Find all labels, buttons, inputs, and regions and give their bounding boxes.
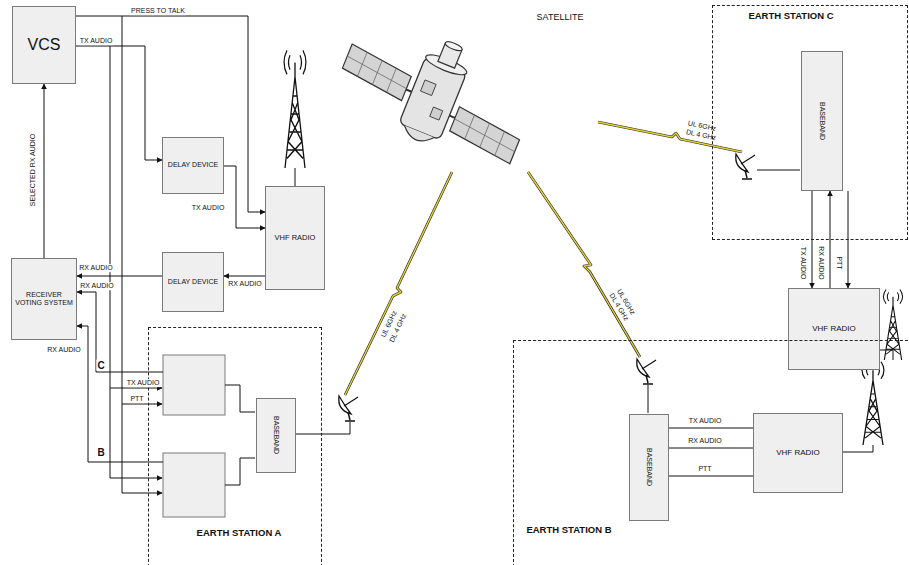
drawing-stroke: [842, 445, 873, 452]
drawing-stroke: [122, 404, 162, 405]
station-title: EARTH STATION A: [189, 527, 289, 539]
station-title: EARTH STATION B: [524, 524, 614, 536]
signal-name: TX AUDIO: [126, 379, 161, 387]
drawing-stroke: [345, 172, 452, 395]
signal-name: TX AUDIO: [191, 204, 226, 212]
drawing-stroke: [339, 44, 414, 101]
radio-tower: [883, 289, 902, 360]
drawing-stroke: [598, 122, 742, 152]
signal-name: RX AUDIO: [78, 264, 113, 272]
callout-letter: B: [96, 447, 105, 458]
baseband-box: BASEBAND: [801, 51, 843, 191]
drawing-stroke: [430, 107, 443, 120]
interface-box: [163, 355, 225, 415]
signal-connector: [76, 46, 162, 160]
satellite-link: [345, 122, 742, 395]
box-label: VHF RADIO: [275, 234, 316, 243]
box-label: BASEBAND: [272, 416, 280, 454]
signal-name: PTT: [697, 465, 712, 473]
signal-name: SELECTED RX AUDIO: [29, 133, 37, 207]
signal-name: TX AUDIO: [688, 417, 723, 425]
drawing-stroke: [447, 109, 521, 162]
signal-name: PTT: [835, 255, 843, 270]
interface-box: [163, 453, 225, 517]
radio-box: VHF RADIO: [753, 413, 843, 493]
drawing-stroke: [295, 168, 296, 186]
signal-connector: [669, 428, 753, 429]
drawing-stroke: [648, 385, 649, 413]
station-region: EARTH STATION A BASEBAND: [148, 327, 322, 565]
satellite-figure: [328, 8, 544, 176]
signal-name: RX AUDIO: [79, 282, 114, 290]
box-label: VHF RADIO: [776, 448, 820, 457]
box-label: VCS: [28, 36, 61, 54]
callout-letter: C: [96, 360, 105, 371]
signal-name: RX AUDIO: [687, 437, 722, 445]
link-label: UL 6GHz: [686, 119, 717, 133]
drawing-stroke: [345, 172, 452, 395]
drawing-stroke: [880, 350, 893, 360]
drawing-stroke: [444, 40, 463, 52]
drawing-stroke: [295, 422, 350, 434]
signal-connector: [669, 476, 753, 477]
drawing-stroke: [225, 385, 255, 412]
drawing-stroke: [421, 80, 437, 96]
process-box: RECEIVER VOTING SYSTEM: [11, 258, 77, 340]
signal-connector: [224, 166, 265, 228]
satellite-dish: [736, 154, 755, 179]
station-region: EARTH STATION B BASEBAND VHF RADIO: [513, 340, 909, 565]
baseband-box: BASEBAND: [629, 414, 669, 521]
signal-connector: [669, 448, 753, 449]
drawing-stroke: [122, 16, 162, 493]
radio-box: VHF RADIO: [788, 288, 880, 370]
drawing-stroke: [225, 458, 255, 485]
radio-tower: [284, 50, 306, 168]
process-box: DELAY DEVICE: [162, 252, 224, 312]
drawing-stroke: [77, 292, 163, 372]
box-label: RECEIVER VOTING SYSTEM: [15, 291, 73, 307]
radio-tower: [862, 362, 884, 445]
signal-name: TX AUDIO: [79, 37, 114, 45]
satellite-label: SATELLITE: [536, 13, 585, 23]
box-label: BASEBAND: [645, 448, 653, 486]
drawing-stroke: [598, 122, 742, 152]
box-label: DELAY DEVICE: [168, 278, 218, 286]
satellite-dish: [339, 396, 358, 421]
baseband-box: BASEBAND: [256, 398, 296, 473]
drawing-stroke: [447, 107, 523, 164]
station-title: EARTH STATION C: [746, 10, 836, 22]
link-label: UL 6GHz: [615, 287, 637, 317]
signal-connector: [44, 84, 45, 258]
drawing-stroke: [528, 172, 640, 357]
drawing-stroke: [110, 388, 162, 389]
signal-name: TX AUDIO: [799, 246, 807, 281]
station-region: EARTH STATION C BASEBAND: [712, 5, 908, 240]
radio-box: VHF RADIO: [265, 186, 325, 290]
signal-connector: [76, 16, 265, 212]
drawing-stroke: [528, 172, 640, 357]
satellite-dish: [637, 359, 656, 384]
signal-name: PTT: [129, 395, 144, 403]
signal-name: RX AUDIO: [227, 280, 262, 288]
signal-connector: [77, 276, 162, 277]
signal-connector: [224, 276, 265, 277]
link-label: DL 4 GHz: [388, 312, 409, 345]
box-label: BASEBAND: [818, 102, 826, 140]
process-box: DELAY DEVICE: [162, 137, 224, 194]
link-label: DL 4 GHz: [607, 291, 630, 323]
signal-name: PRESS TO TALK: [130, 7, 186, 15]
drawing-stroke: [401, 126, 434, 146]
link-label: UL 6GHz: [379, 309, 399, 340]
drawing-stroke: [757, 170, 800, 171]
drawing-stroke: [340, 46, 413, 99]
signal-name: RX AUDIO: [817, 245, 825, 280]
system-box: VCS: [12, 6, 76, 84]
drawing-stroke: [77, 326, 163, 462]
signal-name: RX AUDIO: [46, 346, 81, 354]
signal-wire: [77, 16, 893, 493]
drawing-stroke: [110, 46, 162, 478]
box-label: DELAY DEVICE: [168, 161, 218, 169]
box-label: VHF RADIO: [812, 324, 856, 333]
